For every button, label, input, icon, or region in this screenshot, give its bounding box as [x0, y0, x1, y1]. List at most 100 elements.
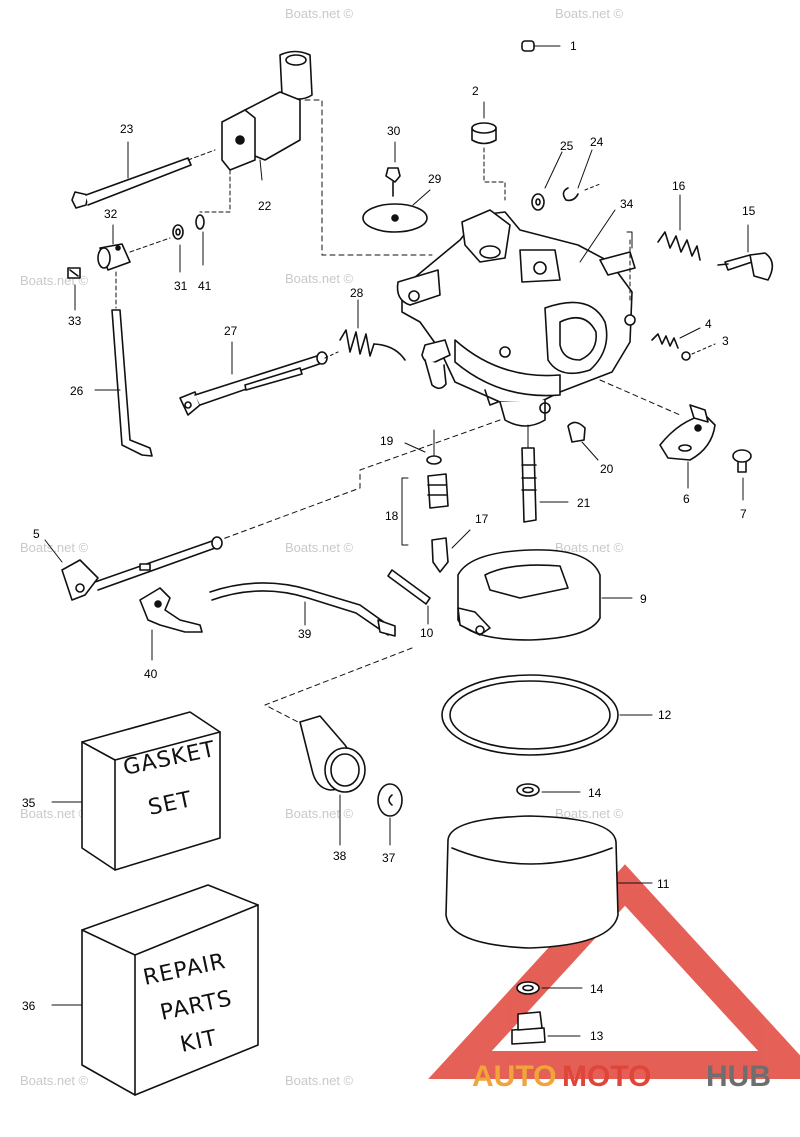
part-22-bracket — [199, 50, 313, 213]
watermark: Boats.net © — [555, 6, 624, 21]
callout: 4 — [705, 317, 712, 331]
part-37-gasket — [377, 783, 403, 846]
watermark: Boats.net © — [20, 1073, 89, 1088]
callout: 7 — [740, 507, 747, 521]
watermark: Boats.net © — [285, 540, 354, 555]
part-1-plug — [521, 40, 561, 52]
callout: 11 — [657, 877, 670, 891]
callout: 10 — [420, 626, 434, 640]
callout: 14 — [588, 786, 602, 800]
part-12-gasket — [441, 674, 653, 756]
callout: 23 — [120, 122, 134, 136]
part-13-screw — [511, 1011, 581, 1045]
brand-part-hub: HUB — [706, 1060, 771, 1093]
callout: 41 — [198, 279, 212, 293]
watermark: Boats.net © — [285, 271, 354, 286]
callout: 40 — [144, 667, 158, 681]
callout: 18 — [385, 509, 399, 523]
callout: 9 — [640, 592, 647, 606]
part-23-bolt — [71, 141, 216, 209]
part-41-washer — [195, 214, 205, 266]
part-25-washer — [531, 151, 563, 211]
part-40-lever — [139, 587, 203, 661]
part-26-link-rod — [94, 271, 153, 457]
callout: 33 — [68, 314, 82, 328]
part-31-washer — [172, 224, 184, 273]
part-18-inlet-seat — [401, 473, 449, 546]
callout: 29 — [428, 172, 442, 186]
brand-part-auto: AUTO — [472, 1060, 556, 1093]
callout: 39 — [298, 627, 312, 641]
callout: 19 — [380, 434, 394, 448]
part-4-spring — [651, 327, 701, 349]
callout: 20 — [600, 462, 614, 476]
part-30-screw — [385, 141, 401, 197]
part-15-screw — [717, 224, 774, 281]
callout: 2 — [472, 84, 479, 98]
callout: 22 — [258, 199, 272, 213]
brand-part-moto: MOTO — [562, 1060, 651, 1093]
callout: 5 — [33, 527, 40, 541]
watermarks: Boats.net © Boats.net © Boats.net © Boat… — [20, 6, 624, 1088]
part-39-fuel-line — [209, 582, 396, 637]
watermark: Boats.net © — [20, 806, 89, 821]
watermark: Boats.net © — [285, 6, 354, 21]
watermark: Boats.net © — [285, 806, 354, 821]
callout: 6 — [683, 492, 690, 506]
watermark: Boats.net © — [285, 1073, 354, 1088]
callout: 14 — [590, 982, 604, 996]
callout: 37 — [382, 851, 396, 865]
callout: 24 — [590, 135, 604, 149]
part-9-float — [457, 549, 633, 641]
callout: 26 — [70, 384, 84, 398]
callout: 3 — [722, 334, 729, 348]
part-11-float-bowl — [445, 815, 653, 949]
part-3-ball — [681, 343, 716, 361]
part-27-shaft — [179, 341, 339, 416]
callout: 27 — [224, 324, 238, 338]
part-34-carburetor-body — [396, 209, 636, 427]
part-32-connector — [97, 224, 171, 271]
part-19-oring — [404, 429, 442, 465]
callout: 12 — [658, 708, 672, 722]
part-5-choke-shaft — [44, 536, 223, 601]
part-7-screw — [732, 449, 752, 501]
callout: 36 — [22, 999, 36, 1013]
part-16-spring — [657, 194, 701, 261]
part-20-screw — [567, 421, 599, 461]
part-17-needle — [431, 529, 471, 573]
callout: 30 — [387, 124, 401, 138]
part-21-nozzle — [521, 424, 569, 523]
part-38-filter — [299, 715, 366, 846]
callout: 31 — [174, 279, 188, 293]
brand-logo-text: AUTO MOTO HUB — [472, 1060, 771, 1093]
callout: 35 — [22, 796, 36, 810]
callout: 38 — [333, 849, 347, 863]
callout: 25 — [560, 139, 574, 153]
callout: 34 — [620, 197, 634, 211]
callout: 17 — [475, 512, 489, 526]
part-drawings — [44, 40, 774, 1096]
callout: 32 — [104, 207, 118, 221]
part-6-lever — [599, 379, 716, 489]
callout-labels: 1 2 3 4 5 6 7 9 10 11 12 13 14 14 15 16 … — [22, 39, 756, 1043]
callout: 28 — [350, 286, 364, 300]
brand-logo-triangle — [428, 864, 800, 1079]
part-10-pin — [387, 569, 431, 625]
watermark: Boats.net © — [555, 540, 624, 555]
part-28-spring — [339, 299, 406, 361]
part-14-washer-lower — [516, 981, 583, 995]
watermark: Boats.net © — [20, 540, 89, 555]
part-2-cap — [471, 101, 506, 201]
watermark: Boats.net © — [555, 806, 624, 821]
part-36-repair-kit-box — [51, 884, 259, 1096]
callout: 1 — [570, 39, 577, 53]
callout: 21 — [577, 496, 591, 510]
part-33-setscrew — [67, 267, 81, 311]
part-29-plate — [362, 189, 431, 233]
callout: 13 — [590, 1029, 604, 1043]
part-14-washer — [516, 783, 581, 797]
callout: 16 — [672, 179, 686, 193]
